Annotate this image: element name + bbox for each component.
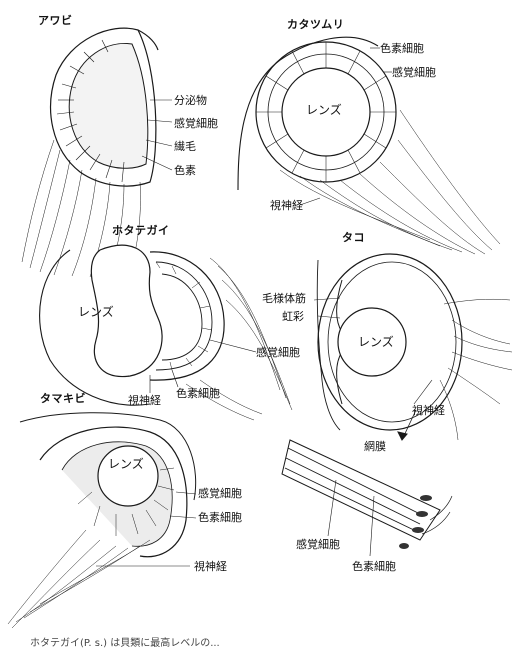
tako-retina-label: 網膜 — [364, 440, 386, 453]
retina-sensory-cell-label: 感覚細胞 — [296, 538, 340, 551]
katatsumuri-sensory-cell-label: 感覚細胞 — [392, 66, 436, 79]
tako-iris-label: 虹彩 — [282, 310, 304, 323]
awabi-cilia-label: 繊毛 — [174, 140, 196, 153]
tamakibi-optic-nerve-label: 視神経 — [194, 560, 227, 573]
katatsumuri-lens-label: レンズ — [306, 103, 342, 117]
awabi-pigment-label: 色素 — [174, 164, 196, 177]
hotategai-optic-nerve-label: 視神経 — [128, 394, 161, 407]
hotategai-title: ホタテガイ — [112, 224, 170, 237]
figure-caption: ホタテガイ(P. s.) は貝類に最高レベルの... — [30, 638, 220, 649]
hotategai-sensory-cell-label: 感覚細胞 — [256, 346, 300, 359]
tamakibi-eye — [7, 412, 197, 629]
awabi-sensory-cell-label: 感覚細胞 — [174, 117, 218, 130]
tako-ciliary-muscle-label: 毛様体筋 — [262, 292, 306, 305]
katatsumuri-eye — [237, 36, 501, 255]
tako-title: タコ — [342, 231, 365, 244]
hotategai-pigment-cell-label: 色素細胞 — [176, 387, 220, 400]
retina-detail — [281, 439, 453, 557]
tako-optic-nerve-label: 視神経 — [412, 404, 445, 417]
awabi-title: アワビ — [38, 14, 73, 27]
awabi-secretion-label: 分泌物 — [174, 94, 207, 107]
tamakibi-title: タマキビ — [40, 392, 86, 405]
tamakibi-pigment-cell-label: 色素細胞 — [198, 511, 242, 524]
katatsumuri-pigment-cell-label: 色素細胞 — [380, 42, 424, 55]
tako-eye — [313, 253, 513, 441]
hotategai-eye — [39, 244, 293, 421]
retina-pigment-cell-label: 色素細胞 — [352, 560, 396, 573]
tako-lens-label: レンズ — [358, 335, 394, 349]
tamakibi-sensory-cell-label: 感覚細胞 — [198, 487, 242, 500]
katatsumuri-title: カタツムリ — [287, 18, 345, 31]
hotategai-lens-label: レンズ — [78, 305, 114, 319]
katatsumuri-optic-nerve-label: 視神経 — [270, 199, 303, 212]
awabi-eye — [21, 27, 173, 280]
tamakibi-lens-label: レンズ — [108, 457, 144, 471]
